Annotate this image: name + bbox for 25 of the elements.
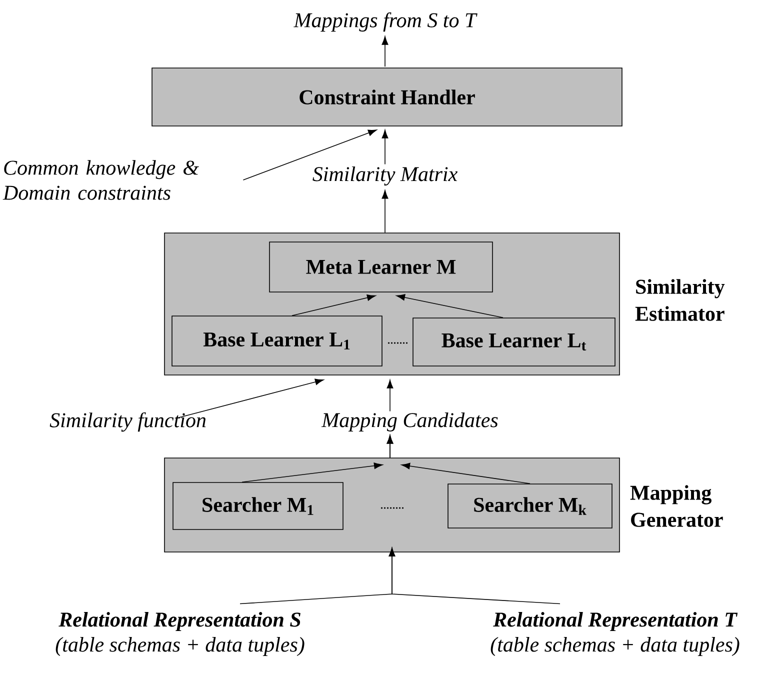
flow-label: Similarity Matrix xyxy=(312,166,458,186)
process-box: Base Learner L$_{1}$ xyxy=(172,316,382,366)
arrow xyxy=(382,190,388,233)
input-text: Relational Representation S (table schemas + data tuples) xyxy=(56,612,304,656)
arrow xyxy=(292,294,376,316)
process-box: Base Learner L$_{t}$ xyxy=(412,318,616,366)
arrow xyxy=(396,294,504,318)
input-text: Relational Representation T (table schemas + data tuples) xyxy=(490,612,740,656)
arrow xyxy=(382,36,388,67)
arrow xyxy=(388,548,560,604)
arrow xyxy=(242,130,377,180)
arrow xyxy=(176,378,324,419)
side-label: Similarity Estimator xyxy=(635,279,725,321)
side-label: Mapping Generator xyxy=(630,485,723,527)
flow-label: Similarity function xyxy=(50,412,206,432)
process-box: Meta Learner M xyxy=(269,242,493,292)
arrow xyxy=(382,130,388,165)
process-box: Searcher M$_{1}$ xyxy=(172,482,344,530)
flow-label: Mapping Candidates xyxy=(321,412,498,432)
arrow xyxy=(386,435,530,484)
arrow xyxy=(386,380,394,412)
process-box: Constraint Handler xyxy=(152,68,622,126)
process-box: Searcher M$_{k}$ xyxy=(448,484,612,528)
input-note: Common knowledge & Domain constraints xyxy=(2,160,199,200)
flow-label: Mappings from S to T xyxy=(294,12,478,32)
